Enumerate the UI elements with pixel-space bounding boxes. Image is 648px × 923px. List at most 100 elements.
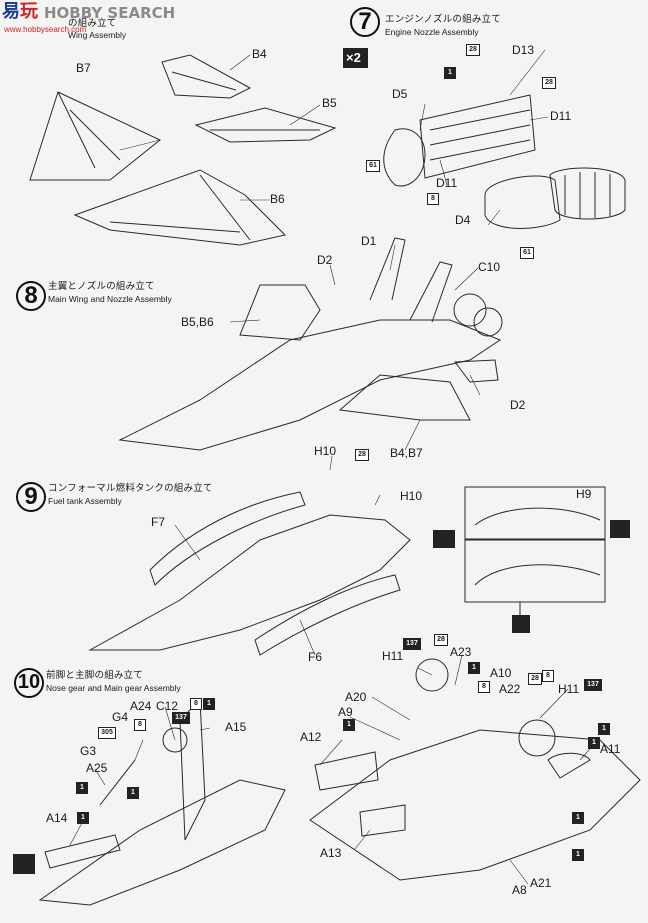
aircraft-step9-fuselage <box>88 514 411 651</box>
label-b4: B4 <box>252 47 267 61</box>
ref-box-28: 28 <box>355 449 369 461</box>
label-a12: A12 <box>300 730 322 744</box>
label-b6: B6 <box>270 192 285 206</box>
aircraft-step9-tank-f6 <box>254 574 401 656</box>
step8-title-en: Main Wing and Nozzle Assembly <box>48 294 172 304</box>
inset-swap-icon-bg <box>433 530 455 548</box>
aircraft-step8-wing-b4b7 <box>338 374 471 421</box>
ref-box-8: 8 <box>427 193 439 205</box>
watermark-brand: HOBBY SEARCH <box>44 4 176 22</box>
step7-circle <box>350 7 380 37</box>
ref-box-8: 8 <box>542 670 554 682</box>
step6-title-en: Wing Assembly <box>68 30 127 40</box>
label-b4b7: B4,B7 <box>390 446 423 460</box>
ref-box-1: 1 <box>572 812 584 824</box>
ref-box-1: 1 <box>444 67 456 79</box>
ref-box-28: 28 <box>542 77 556 89</box>
label-g4: G4 <box>112 710 129 724</box>
label-a8: A8 <box>512 883 527 897</box>
part-b7-wing <box>29 91 161 181</box>
part-a12-door <box>314 751 379 791</box>
label-f7: F7 <box>151 515 166 529</box>
label-b7: B7 <box>76 61 91 75</box>
ref-box-137: 137 <box>584 679 602 691</box>
label-h10a: H10 <box>314 444 337 458</box>
aircraft-step9-tank-f7 <box>149 491 306 586</box>
label-a15: A15 <box>225 720 247 734</box>
label-a9: A9 <box>338 705 353 719</box>
label-a22: A22 <box>499 682 521 696</box>
watermark-url: www.hobbysearch.com <box>4 25 87 34</box>
ref-box-28: 28 <box>434 634 448 646</box>
label-a10: A10 <box>490 666 512 680</box>
part-b5-flap <box>194 107 337 143</box>
part-nozzle-assembled <box>549 167 626 220</box>
part-a11-door <box>547 752 591 779</box>
label-d11b: D11 <box>436 176 458 190</box>
corner-icon-bg <box>13 854 35 874</box>
label-a11: A11 <box>600 742 621 756</box>
ref-box-1: 1 <box>588 737 600 749</box>
step7-qty-bg <box>343 48 368 68</box>
ref-box-28: 28 <box>466 44 480 56</box>
step7-title-jp: エンジンノズルの組み立て <box>385 14 501 25</box>
label-h11b: H11 <box>558 682 580 696</box>
ref-box-61: 61 <box>366 160 380 172</box>
step10-circle <box>14 668 44 698</box>
ref-box-305: 305 <box>98 727 116 739</box>
label-a21: A21 <box>530 876 552 890</box>
ref-box-8: 8 <box>190 698 202 710</box>
watermark-logo: 易玩 <box>2 3 38 21</box>
aircraft-step10-main <box>309 729 641 881</box>
label-b5: B5 <box>322 96 337 110</box>
label-h11a: H11 <box>382 649 404 663</box>
label-a24: A24 <box>130 699 152 713</box>
part-d4-nozzle-cone <box>484 175 561 229</box>
part-b4-stabilizer <box>161 54 252 99</box>
part-d5-nozzle-ring <box>383 128 426 187</box>
step9-title-jp: コンフォーマル燃料タンクの組み立て <box>48 483 213 494</box>
inset-marker-bottom <box>512 615 530 633</box>
label-f6: F6 <box>308 650 323 664</box>
ref-box-1: 1 <box>598 723 610 735</box>
step9-title-en: Fuel tank Assembly <box>48 496 122 506</box>
aircraft-step10-nose <box>38 779 286 906</box>
label-d5: D5 <box>392 87 408 101</box>
label-a20: A20 <box>345 690 367 704</box>
part-a14-door <box>44 834 121 869</box>
label-d2b: D2 <box>510 398 526 412</box>
ref-box-28: 28 <box>528 673 542 685</box>
label-h10b: H10 <box>400 489 423 503</box>
aircraft-step8-fuselage <box>118 319 502 451</box>
step10-title-jp: 前脚と主脚の組み立て <box>46 670 144 681</box>
step10-number: 10 <box>17 671 41 693</box>
step7-title-en: Engine Nozzle Assembly <box>385 27 479 37</box>
label-a13: A13 <box>320 846 342 860</box>
label-d1: D1 <box>361 234 377 248</box>
inset-marker-top <box>610 520 630 538</box>
step10-title-en: Nose gear and Main gear Assembly <box>46 683 181 693</box>
part-d11-nozzle-petals <box>419 94 536 179</box>
label-d4: D4 <box>455 213 471 227</box>
label-a14: A14 <box>46 811 68 825</box>
label-a23: A23 <box>450 645 472 659</box>
step7-qty: ×2 <box>346 50 361 65</box>
part-a25-strut <box>99 759 136 806</box>
ref-box-61: 61 <box>520 247 534 259</box>
ref-box-1: 1 <box>77 812 89 824</box>
step9-number: 9 <box>24 483 38 510</box>
step8-title-jp: 主翼とノズルの組み立て <box>48 281 155 292</box>
label-g3: G3 <box>80 744 97 758</box>
inset-bottom <box>464 539 606 603</box>
ref-box-1: 1 <box>468 662 480 674</box>
label-d13: D13 <box>512 43 535 57</box>
part-b6-wing <box>73 169 286 246</box>
ref-box-1: 1 <box>572 849 584 861</box>
part-h11-left-wheel <box>415 658 449 692</box>
ref-box-137: 137 <box>403 638 421 650</box>
label-d11a: D11 <box>550 109 572 123</box>
ref-box-1: 1 <box>203 698 215 710</box>
part-h11-right-wheel <box>518 719 556 757</box>
ref-box-8: 8 <box>478 681 490 693</box>
